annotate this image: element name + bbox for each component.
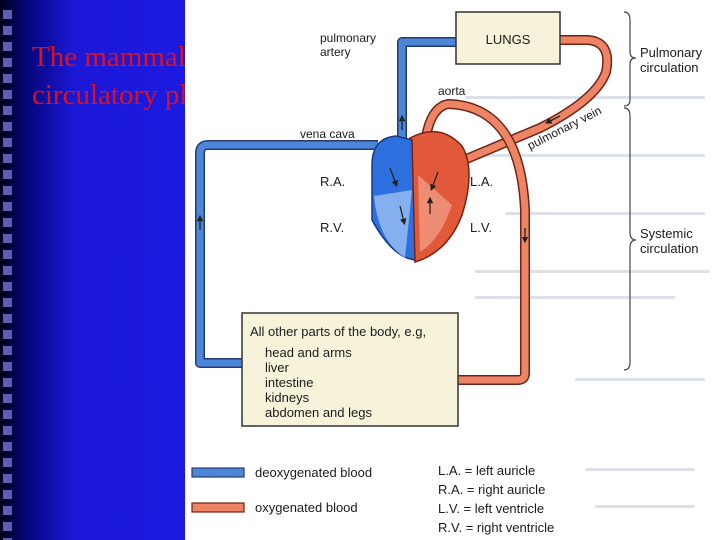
left-ventricle-label: L.V.: [470, 220, 492, 235]
lungs-box: LUNGS: [455, 11, 561, 65]
bullet-square: [3, 394, 12, 403]
abbrev-lv: L.V. = left ventricle: [438, 501, 544, 516]
bullet-square: [3, 346, 12, 355]
bullet-square: [3, 138, 12, 147]
bullet-square: [3, 122, 12, 131]
aorta-label: aorta: [438, 84, 466, 98]
legend-label-deoxygenated: deoxygenated blood: [255, 465, 372, 480]
systemic-circulation-label-line1: Systemic: [640, 226, 693, 241]
bullet-square: [3, 266, 12, 275]
bullet-square: [3, 234, 12, 243]
legend: deoxygenated blood oxygenated blood: [191, 465, 372, 515]
left-auricle-label: L.A.: [470, 174, 493, 189]
bullet-square: [3, 506, 12, 515]
bullet-square: [3, 522, 12, 531]
body-box: All other parts of the body, e.g, head a…: [241, 312, 459, 427]
legend-swatch-oxygenated: [191, 502, 245, 513]
bullet-square: [3, 250, 12, 259]
pulmonary-circulation-label-line2: circulation: [640, 60, 699, 75]
vena-cava-vessel: [195, 140, 378, 368]
bullet-square: [3, 170, 12, 179]
bullet-square: [3, 538, 12, 540]
bullet-square: [3, 458, 12, 467]
abbrev-la: L.A. = left auricle: [438, 463, 535, 478]
right-ventricle-label: R.V.: [320, 220, 344, 235]
lungs-label: LUNGS: [486, 32, 531, 47]
pulmonary-circulation-label-line1: Pulmonary: [640, 45, 703, 60]
systemic-circulation-label-line2: circulation: [640, 241, 699, 256]
bullet-square: [3, 74, 12, 83]
bullet-square: [3, 42, 12, 51]
bullet-square: [3, 218, 12, 227]
pulmonary-vein-vessel: [443, 35, 613, 173]
heart: [371, 130, 470, 264]
body-part-label: intestine: [265, 375, 313, 390]
legend-label-oxygenated: oxygenated blood: [255, 500, 358, 515]
bullet-square: [3, 58, 12, 67]
textbook-page: [185, 0, 720, 540]
right-auricle-label: R.A.: [320, 174, 345, 189]
vena-cava-label: vena cava: [300, 127, 355, 141]
bullet-square: [3, 330, 12, 339]
bullet-square: [3, 362, 12, 371]
aorta-vessel: [418, 99, 530, 385]
systemic-bracket: [623, 107, 637, 371]
abbreviation-key: L.A. = left auricle R.A. = right auricle…: [438, 463, 554, 535]
bullet-square: [3, 26, 12, 35]
bullet-square: [3, 490, 12, 499]
bullet-square: [3, 90, 12, 99]
bullet-square: [3, 314, 12, 323]
abbrev-rv: R.V. = right ventricle: [438, 520, 554, 535]
body-box-heading: All other parts of the body, e.g,: [250, 324, 426, 339]
bullet-square: [3, 442, 12, 451]
legend-swatch-deoxygenated: [191, 467, 245, 478]
bullet-square: [3, 202, 12, 211]
body-part-label: kidneys: [265, 390, 310, 405]
bullet-square: [3, 410, 12, 419]
abbrev-ra: R.A. = right auricle: [438, 482, 545, 497]
pulmonary-bracket: [623, 11, 637, 107]
pulmonary-artery-label-line2: artery: [320, 45, 351, 59]
body-part-label: head and arms: [265, 345, 352, 360]
bullet-square: [3, 106, 12, 115]
body-part-label: liver: [265, 360, 290, 375]
bullet-square: [3, 426, 12, 435]
bullet-square: [3, 474, 12, 483]
flow-arrows: [196, 114, 561, 244]
pulmonary-artery-label-line1: pulmonary: [320, 31, 376, 45]
bullet-strip: [3, 10, 12, 540]
slide-background-left: [0, 0, 185, 540]
bullet-square: [3, 10, 12, 19]
bullet-square: [3, 282, 12, 291]
bullet-square: [3, 378, 12, 387]
bullet-square: [3, 186, 12, 195]
body-part-label: abdomen and legs: [265, 405, 372, 420]
bullet-square: [3, 154, 12, 163]
bullet-square: [3, 298, 12, 307]
